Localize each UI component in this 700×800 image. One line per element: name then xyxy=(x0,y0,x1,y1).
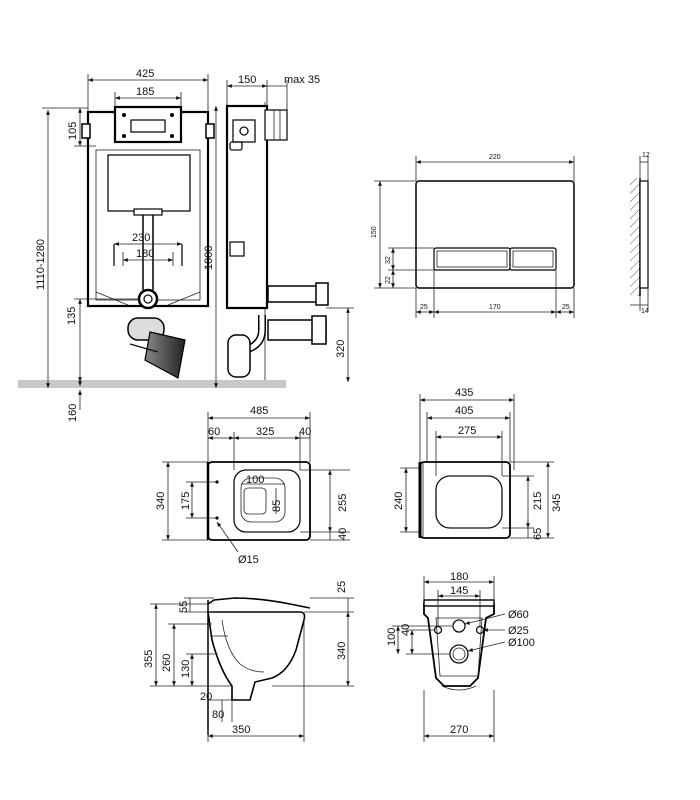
dim-right-margin: 25 xyxy=(562,304,570,311)
dim-bowl-width: 340 xyxy=(155,492,167,510)
dim-back-top-width: 180 xyxy=(450,571,468,583)
dim-seat-length: 435 xyxy=(455,387,473,399)
dim-width: 425 xyxy=(136,68,154,80)
dim-top-offset: 105 xyxy=(67,122,79,140)
frame-front-view xyxy=(18,105,286,388)
dim-seat-total-width: 345 xyxy=(551,494,563,512)
rim-outer xyxy=(233,469,301,533)
dim-bottom-offset: 22 xyxy=(385,276,392,284)
dim-frame-height: 1000 xyxy=(203,246,215,270)
dim-rim-width: 85 xyxy=(271,500,283,512)
flush-plate-side: 12 14 xyxy=(630,152,650,315)
dim-back-offset: 60 xyxy=(208,426,220,438)
dim-plate-h: 150 xyxy=(371,226,378,238)
dim-outlet-height: 135 xyxy=(66,307,78,325)
dim-seat-front-margin: 65 xyxy=(532,528,544,540)
floor-band xyxy=(18,380,286,388)
dim-front-margin: 40 xyxy=(337,528,349,540)
dim-inner-width: 255 xyxy=(337,494,349,512)
inlet-hole xyxy=(452,619,466,633)
dim-bolt-diameter: Ø25 xyxy=(508,625,529,637)
bowl-side-view: 25 55 355 260 130 340 20 80 350 xyxy=(143,581,354,742)
frame-dimensions: 425 185 150 max 35 1110-1280 105 1000 23… xyxy=(35,68,354,422)
dim-rim-depth: 100 xyxy=(246,474,264,486)
seat-top-view: 435 405 275 240 215 345 65 xyxy=(393,387,563,540)
plate-body xyxy=(415,180,575,289)
dim-opening-width: 215 xyxy=(532,492,544,510)
frame-side-view xyxy=(225,102,329,380)
bracket-right xyxy=(205,123,215,139)
dim-outlet-height-side: 130 xyxy=(180,660,192,678)
dim-opening-length: 275 xyxy=(458,425,476,437)
drain-bend xyxy=(127,317,186,379)
outlet-ring xyxy=(137,288,159,310)
rim-inner xyxy=(240,477,286,523)
bowl-top-view: 485 60 325 40 100 85 340 175 255 40 Ø15 xyxy=(155,405,350,566)
bolt-left xyxy=(433,625,443,635)
dim-inlet-height: 320 xyxy=(335,340,347,358)
plate-button-right xyxy=(509,247,557,271)
dim-seat-width: 240 xyxy=(393,492,405,510)
dim-top-gap: 25 xyxy=(336,581,348,593)
dim-max-depth: max 35 xyxy=(284,74,320,86)
dim-outlet-diameter: 80 xyxy=(212,709,224,721)
dim-inner-length: 325 xyxy=(256,426,274,438)
dim-overall-height: 1110-1280 xyxy=(35,239,47,290)
dim-seat-inner-length: 405 xyxy=(455,405,473,417)
dim-floor-offset: 160 xyxy=(67,404,79,422)
dim-hole-diameter: Ø15 xyxy=(238,554,259,566)
dim-wall-height: 340 xyxy=(336,642,348,660)
dim-mount-height: 260 xyxy=(161,654,173,672)
dim-mount-spacing: 175 xyxy=(180,492,192,510)
dim-bolt-spacing: 145 xyxy=(450,585,468,597)
dim-bowl-height: 355 xyxy=(143,650,155,668)
dim-front-offset: 40 xyxy=(299,426,311,438)
dim-bowl-side-length: 350 xyxy=(232,724,250,736)
dim-inlet-diameter: Ø60 xyxy=(508,609,529,621)
dim-left-margin: 25 xyxy=(420,304,428,311)
dim-center-width: 170 xyxy=(489,304,501,311)
bowl-seat-profile xyxy=(207,597,311,609)
dim-bolt-height: 40 xyxy=(400,624,412,636)
bowl-body-profile xyxy=(207,611,306,701)
frame-side-body xyxy=(225,104,269,310)
dim-bowl-length: 485 xyxy=(250,405,268,417)
dim-outlet-offset: 20 xyxy=(200,691,212,703)
dim-pin-outer: 230 xyxy=(132,232,150,244)
dim-depth: 150 xyxy=(238,74,256,86)
mechanism-plate xyxy=(113,105,183,144)
dim-plate-width: 185 xyxy=(136,86,154,98)
dim-outlet-height-back: 100 xyxy=(386,628,398,646)
dim-pin-inner: 180 xyxy=(136,248,154,260)
flush-plate-front: 220 150 32 22 25 170 25 xyxy=(371,154,575,318)
dim-plate-w: 220 xyxy=(489,154,501,161)
mechanism-box xyxy=(130,119,166,133)
dim-back-bottom-width: 270 xyxy=(450,724,468,736)
bowl-back-view: 180 145 Ø60 Ø25 Ø100 40 100 270 xyxy=(386,571,535,742)
dim-thickness-bottom: 14 xyxy=(641,308,649,315)
dim-outlet-diameter-back: Ø100 xyxy=(508,637,535,649)
dim-button-h: 32 xyxy=(385,256,392,264)
seat-outline xyxy=(419,461,511,539)
bracket-left xyxy=(81,123,91,139)
dim-thickness-top: 12 xyxy=(642,152,650,159)
dim-rim-height: 55 xyxy=(178,601,190,613)
seat-opening xyxy=(435,475,503,529)
